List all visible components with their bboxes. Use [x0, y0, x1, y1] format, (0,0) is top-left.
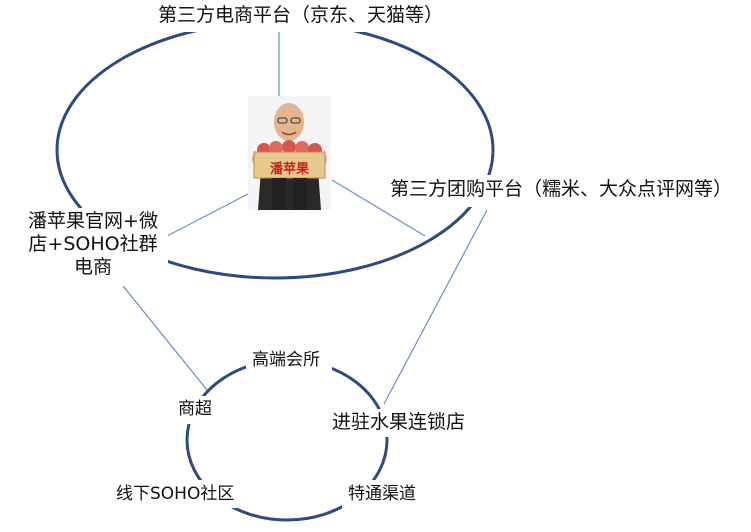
- node-official-site-line-2: 店+SOHO社群: [28, 232, 158, 255]
- node-official-site-line-1: 潘苹果官网+微: [28, 210, 158, 232]
- node-high-end-club: 高端会所: [252, 350, 320, 370]
- shangchao-label-bg: [172, 396, 224, 424]
- node-special-channel: 特通渠道: [348, 484, 416, 504]
- crate-label: 潘苹果: [269, 162, 309, 177]
- node-third-party-ecommerce: 第三方电商平台（京东、天猫等）: [158, 4, 444, 26]
- node-fruit-chain-store: 进驻水果连锁店: [332, 411, 466, 433]
- shequ-label-bg: [112, 480, 262, 508]
- connector-left-to-shangchao: [114, 275, 208, 391]
- connector-right-to-shuiguo: [383, 209, 488, 405]
- kaisuo-label-bg: [246, 347, 332, 375]
- connector-photo-to-left: [166, 193, 249, 237]
- tetong-label-bg: [342, 480, 438, 508]
- node-official-site-line-3: 电商: [73, 255, 112, 278]
- shuiguo-label-bg: [328, 409, 476, 437]
- node-official-site: 潘苹果官网+微 店+SOHO社群 电商: [20, 210, 166, 278]
- left-label-bg: [18, 208, 168, 286]
- right-label-bg: [385, 175, 751, 207]
- top-label-bg: [150, 0, 462, 32]
- node-supermarket: 商超: [178, 399, 212, 419]
- node-offline-soho-community: 线下SOHO社区: [116, 484, 235, 504]
- node-third-party-group-buying: 第三方团购平台（糯米、大众点评网等）: [390, 178, 733, 200]
- founder-photo: 潘苹果: [248, 96, 331, 210]
- connector-photo-to-right: [331, 179, 426, 237]
- founder-illustration: [248, 96, 331, 210]
